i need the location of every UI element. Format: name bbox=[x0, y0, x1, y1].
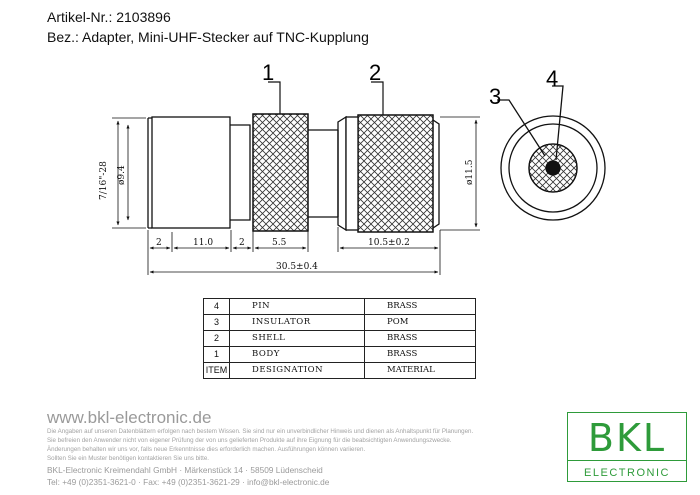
designation-cell: PIN bbox=[229, 298, 365, 315]
dim-knurl-len: 5.5 bbox=[272, 238, 287, 248]
material-cell: BRASS bbox=[364, 298, 476, 315]
shaft bbox=[308, 129, 339, 218]
callout-4: 4 bbox=[546, 66, 558, 91]
logo-text: BKL bbox=[587, 416, 667, 460]
dim-thread: 7/16"-28 bbox=[99, 161, 109, 200]
table-row: 3 INSULATOR POM bbox=[203, 314, 476, 331]
material-cell: BRASS bbox=[364, 330, 476, 347]
body-left bbox=[151, 116, 231, 229]
item-cell: 3 bbox=[203, 314, 230, 331]
designation-header: DESIGNATION bbox=[229, 362, 365, 379]
technical-drawing: 1 2 3 4 7/16"-28 ø9.4 ø11.5 2 11.0 2 5.5… bbox=[99, 60, 606, 275]
designation-cell: SHELL bbox=[229, 330, 365, 347]
knurl-shell bbox=[357, 114, 434, 233]
thread-section bbox=[147, 117, 152, 229]
callout-4-leader bbox=[552, 85, 564, 161]
disclaimer-line: Sie befreien den Anwender nicht von eige… bbox=[47, 437, 452, 444]
dim-dia-right: ø11.5 bbox=[465, 159, 475, 185]
item-cell: 2 bbox=[203, 330, 230, 347]
callout-3-leader bbox=[497, 99, 546, 157]
table-row: 2 SHELL BRASS bbox=[203, 330, 476, 347]
item-header: ITEM bbox=[203, 362, 230, 379]
logo-subtext: ELECTRONIC bbox=[584, 467, 670, 479]
logo-bar bbox=[568, 460, 686, 481]
shell-edge bbox=[337, 115, 347, 232]
end-view-outer bbox=[500, 115, 606, 221]
callout-2: 2 bbox=[369, 60, 381, 85]
designation-cell: INSULATOR bbox=[229, 314, 365, 331]
disclaimer-line: Sollten Sie ein Muster benötigen kontakt… bbox=[47, 455, 210, 462]
table-row: 1 BODY BRASS bbox=[203, 346, 476, 363]
callout-1: 1 bbox=[262, 60, 274, 85]
item-cell: 4 bbox=[203, 298, 230, 315]
callout-2-leader bbox=[371, 81, 384, 115]
dim-right-len: 10.5±0.2 bbox=[368, 238, 410, 248]
website-link[interactable]: www.bkl-electronic.de bbox=[47, 408, 212, 427]
dim-total: 30.5±0.4 bbox=[276, 262, 318, 272]
designation-cell: BODY bbox=[229, 346, 365, 363]
callout-1-leader bbox=[268, 81, 281, 114]
callout-3: 3 bbox=[489, 84, 501, 109]
end-view-pin bbox=[545, 160, 561, 176]
item-cell: 1 bbox=[203, 346, 230, 363]
disclaimer-line: Die Angaben auf unseren Datenblättern er… bbox=[47, 428, 474, 435]
dim-left-gap: 2 bbox=[156, 238, 162, 248]
bkl-logo: BKL ELECTRONIC bbox=[567, 412, 687, 482]
dim-dia-left: ø9.4 bbox=[117, 165, 127, 185]
disclaimer-line: Änderungen behalten wir uns vor, falls n… bbox=[47, 446, 366, 453]
body-step bbox=[230, 124, 251, 221]
parts-table: 4 PIN BRASS 3 INSULATOR POM 2 SHELL BRAS… bbox=[203, 298, 476, 379]
article-number: Artikel-Nr.: 2103896 bbox=[47, 9, 171, 25]
table-header-row: ITEM DESIGNATION MATERIAL bbox=[203, 362, 476, 379]
company-address: BKL-Electronic Kreimendahl GmbH · Märken… bbox=[47, 465, 323, 475]
table-row: 4 PIN BRASS bbox=[203, 298, 476, 315]
company-contact: Tel: +49 (0)2351-3621-0 · Fax: +49 (0)23… bbox=[47, 477, 330, 487]
material-cell: POM bbox=[364, 314, 476, 331]
dim-mid-gap: 2 bbox=[239, 238, 245, 248]
knurl-body bbox=[252, 113, 309, 232]
material-cell: BRASS bbox=[364, 346, 476, 363]
article-designation: Bez.: Adapter, Mini-UHF-Stecker auf TNC-… bbox=[47, 29, 369, 45]
material-header: MATERIAL bbox=[364, 362, 476, 379]
dim-body-len: 11.0 bbox=[193, 238, 213, 248]
